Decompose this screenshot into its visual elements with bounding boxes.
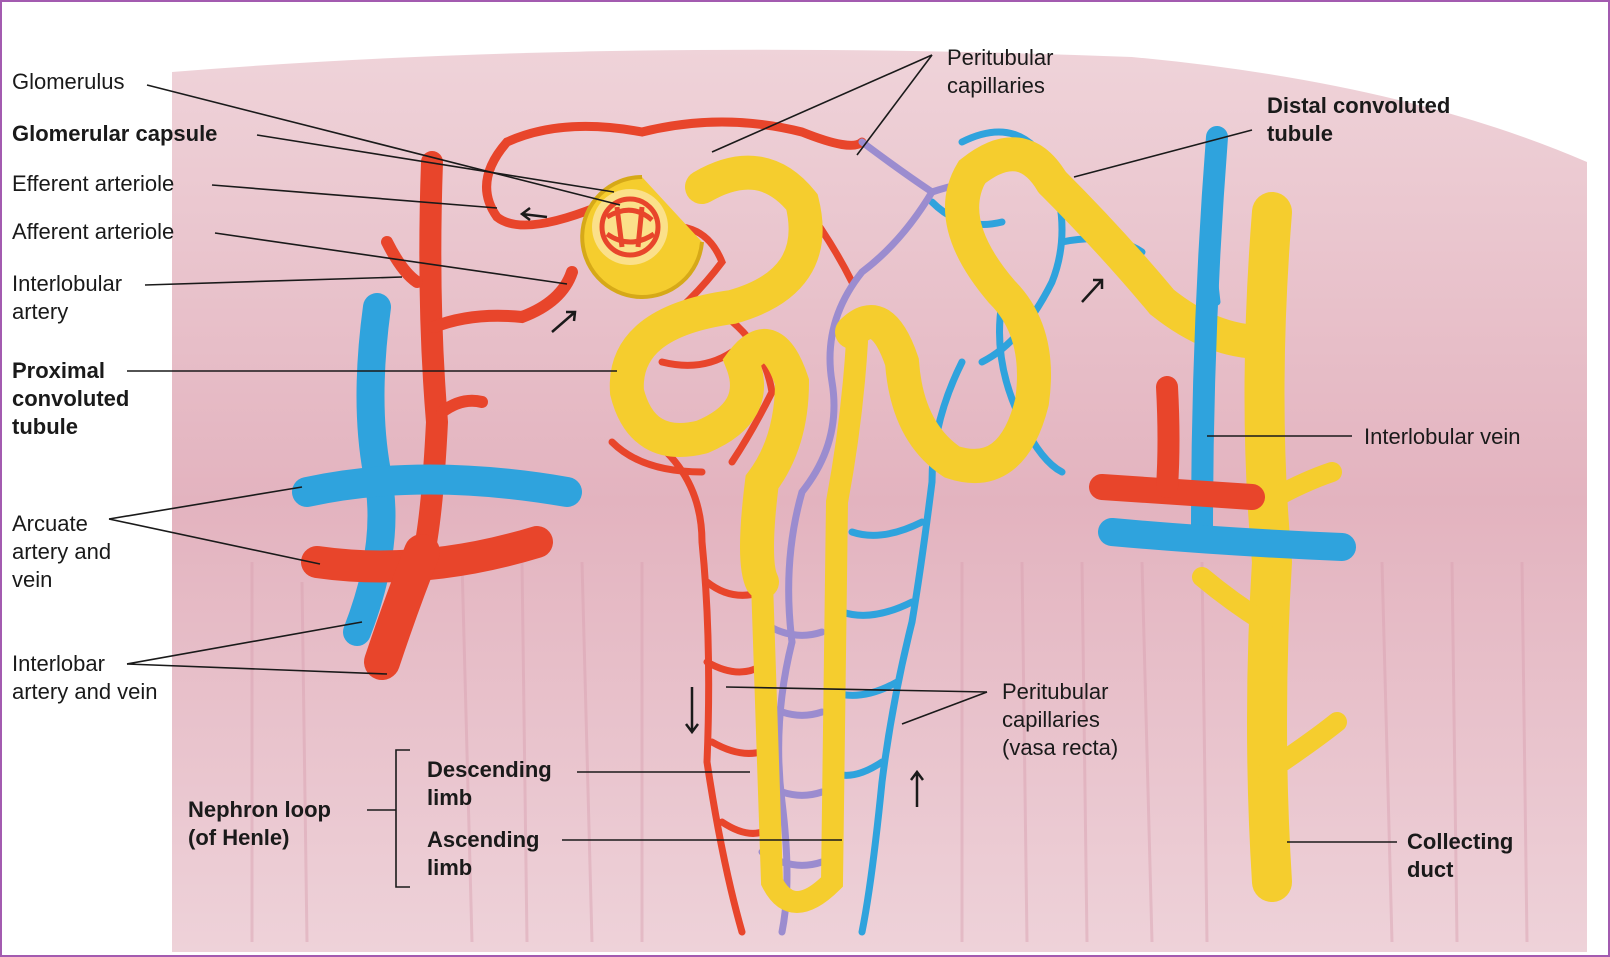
label-glomerulus: Glomerulus: [12, 68, 124, 96]
label-proximal-convoluted-tubule: Proximal convoluted tubule: [12, 357, 129, 441]
label-glomerular-capsule: Glomerular capsule: [12, 120, 217, 148]
label-afferent-arteriole: Afferent arteriole: [12, 218, 174, 246]
label-interlobar-artery-vein: Interlobar artery and vein: [12, 650, 158, 706]
label-descending-limb: Descending limb: [427, 756, 552, 812]
arcuate-vein: [307, 480, 567, 493]
label-collecting-duct: Collecting duct: [1407, 828, 1513, 884]
label-distal-convoluted-tubule: Distal convoluted tubule: [1267, 92, 1450, 148]
label-peritubular-vasa-recta: Peritubular capillaries (vasa recta): [1002, 678, 1118, 762]
label-ascending-limb: Ascending limb: [427, 826, 539, 882]
label-efferent-arteriole: Efferent arteriole: [12, 170, 174, 198]
label-interlobular-vein: Interlobular vein: [1364, 423, 1521, 451]
label-nephron-loop: Nephron loop (of Henle): [188, 796, 331, 852]
label-peritubular-capillaries-top: Peritubular capillaries: [947, 44, 1053, 100]
label-arcuate-artery-vein: Arcuate artery and vein: [12, 510, 111, 594]
label-interlobular-artery: Interlobular artery: [12, 270, 122, 326]
